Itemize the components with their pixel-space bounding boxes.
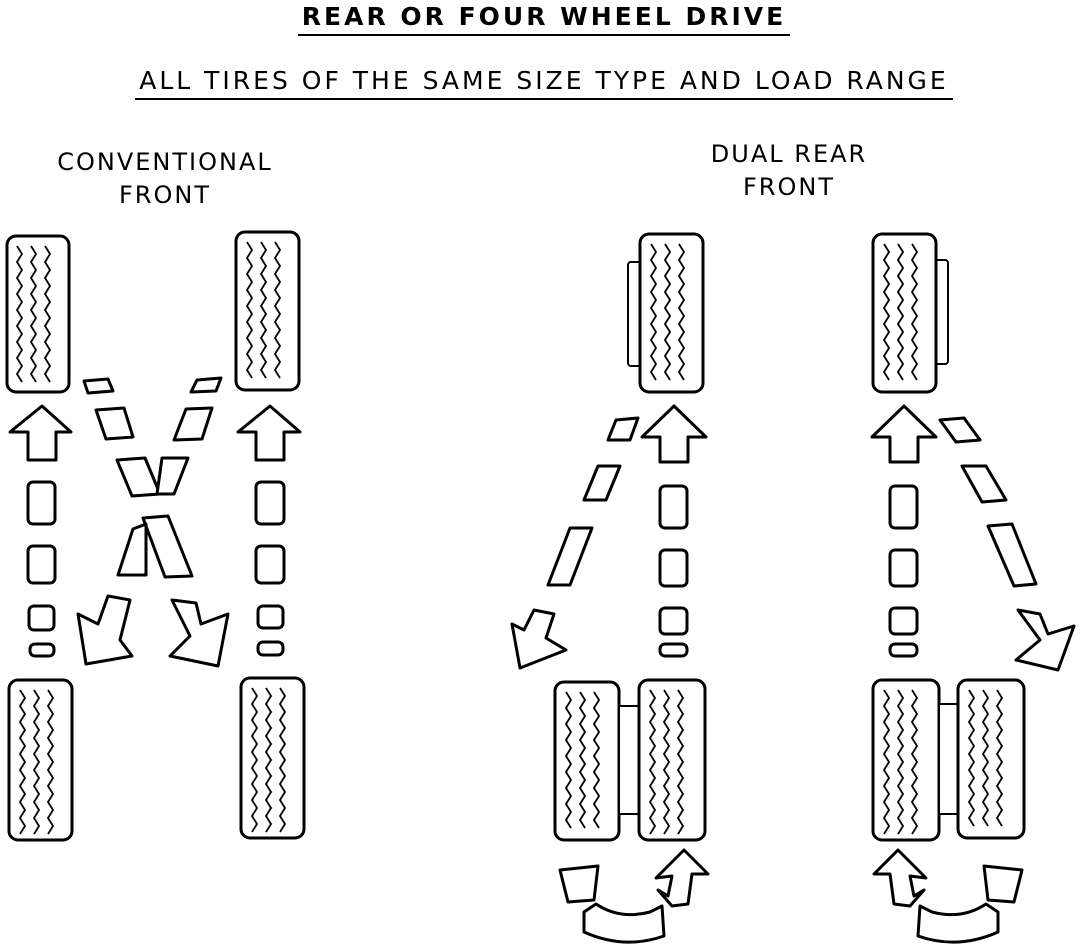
conventional-front-label: CONVENTIONAL FRONT — [40, 146, 290, 212]
tire-conv-rear-right — [239, 676, 306, 840]
tire-conv-front-right — [234, 230, 301, 392]
dual1-swap-arrow — [558, 848, 710, 944]
dual-rear-label-line2: FRONT — [743, 173, 835, 201]
tire-dual2-front — [871, 232, 949, 394]
tire-conv-rear-left — [7, 678, 74, 842]
conv-left-straight-path — [8, 404, 73, 658]
dual1-diagonal-path — [510, 416, 640, 670]
tire-dual2-rear-outer — [956, 678, 1026, 840]
conv-right-straight-path — [236, 404, 302, 657]
dual2-swap-arrow — [872, 848, 1024, 944]
dual-rear-pattern-1 — [510, 232, 710, 944]
diagram-subtitle: ALL TIRES OF THE SAME SIZE TYPE AND LOAD… — [0, 66, 1088, 100]
tire-conv-front-left — [5, 234, 71, 394]
conventional-pattern — [5, 230, 306, 842]
dual1-hub — [618, 705, 640, 815]
tire-dual1-front — [627, 232, 705, 394]
conv-cross-path-left-to-right — [82, 377, 230, 668]
conv-cross-path-right-to-left — [76, 376, 223, 666]
dual2-diagonal-path — [938, 416, 1076, 672]
dual-rear-label-line1: DUAL REAR — [710, 140, 868, 168]
conventional-label-line2: FRONT — [119, 181, 211, 209]
diagram-title: REAR OR FOUR WHEEL DRIVE — [0, 2, 1088, 36]
dual-rear-pattern-2 — [870, 232, 1076, 944]
tire-dual2-rear-inner — [871, 678, 941, 842]
dual2-straight-path — [870, 404, 938, 658]
tire-dual1-rear-outer — [553, 680, 621, 842]
dual1-straight-path — [640, 404, 708, 658]
conventional-label-line1: CONVENTIONAL — [57, 148, 273, 176]
dual-rear-front-label: DUAL REAR FRONT — [664, 138, 914, 204]
dual2-hub — [938, 703, 960, 815]
tire-dual1-rear-inner — [637, 678, 707, 842]
